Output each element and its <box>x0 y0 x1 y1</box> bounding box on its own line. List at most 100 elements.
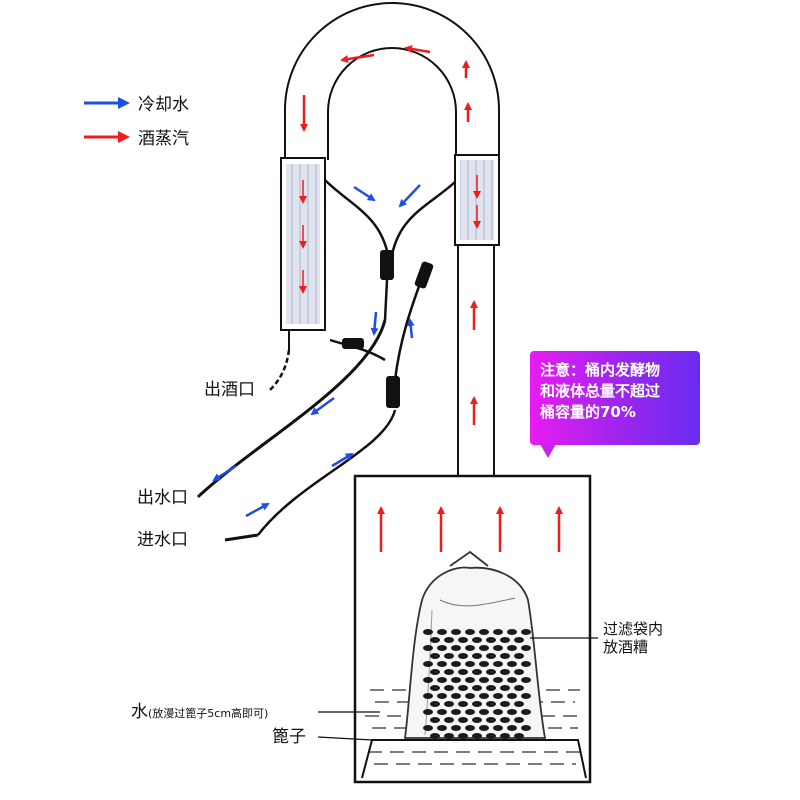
mash-dot <box>444 669 454 675</box>
mash-dot <box>430 637 440 643</box>
mash-dot <box>444 637 454 643</box>
mash-dot <box>521 661 531 667</box>
mash-dot <box>444 685 454 691</box>
mash-dot <box>507 645 517 651</box>
mash-dot <box>521 725 531 731</box>
mash-dot <box>437 661 447 667</box>
mash-dot <box>521 677 531 683</box>
mash-dot <box>430 653 440 659</box>
mash-dot <box>479 709 489 715</box>
mash-dot <box>465 693 475 699</box>
vapor-pipe <box>457 245 495 476</box>
hose-connectors <box>342 250 434 408</box>
legend-label-cooling-water: 冷却水 <box>138 95 189 115</box>
mash-dot <box>451 629 461 635</box>
mash-dot <box>430 701 440 707</box>
mash-dot <box>486 637 496 643</box>
mash-dot <box>507 661 517 667</box>
water-flow-arrow-14 <box>406 318 415 339</box>
mash-dot <box>465 629 475 635</box>
mash-dot <box>479 629 489 635</box>
grate <box>361 739 587 779</box>
mash-dot <box>514 701 524 707</box>
mash-dot <box>493 677 503 683</box>
mash-dot <box>486 669 496 675</box>
mash-dot <box>500 685 510 691</box>
mash-dot <box>465 645 475 651</box>
mash-dot <box>514 653 524 659</box>
mash-dot <box>430 685 440 691</box>
vapor-flow-arrow-1 <box>340 53 375 64</box>
vapor-flow-arrow-2 <box>404 45 431 54</box>
mash-dot <box>458 653 468 659</box>
mash-dot <box>437 629 447 635</box>
mash-dot <box>479 645 489 651</box>
mash-dot <box>430 717 440 723</box>
warning-note-tail <box>540 444 556 458</box>
mash-dot <box>437 709 447 715</box>
water-flow-arrow-15 <box>310 396 335 416</box>
mash-dot <box>451 677 461 683</box>
mash-dot <box>500 717 510 723</box>
mash-dot <box>437 677 447 683</box>
mash-dot <box>444 733 454 739</box>
mash-dot <box>458 685 468 691</box>
mash-dot <box>451 693 461 699</box>
mash-dot <box>423 725 433 731</box>
mash-dot <box>423 709 433 715</box>
mash-dot <box>479 661 489 667</box>
water-flow-arrow-17 <box>331 452 354 468</box>
label-filter-bag-2: 放酒糟 <box>603 638 649 656</box>
mash-dot <box>486 717 496 723</box>
mash-dot <box>458 733 468 739</box>
label-filter-bag-1: 过滤袋内 <box>603 620 664 638</box>
mash-dot <box>465 725 475 731</box>
mash-dot <box>451 661 461 667</box>
blue-arrow-icon <box>84 96 130 109</box>
label-water-outlet: 出水口 <box>137 488 188 508</box>
mash-dot <box>458 669 468 675</box>
mash-dot <box>465 677 475 683</box>
mash-dot <box>486 653 496 659</box>
mash-dot <box>514 637 524 643</box>
mash-dot <box>479 677 489 683</box>
mash-dot <box>472 669 482 675</box>
warning-note: 注意：桶内发酵物 和液体总量不超过 桶容量的70% <box>530 351 700 445</box>
mash-dot <box>472 733 482 739</box>
mash-dot <box>493 661 503 667</box>
mash-dot <box>521 693 531 699</box>
mash-dot <box>444 701 454 707</box>
mash-dot <box>493 645 503 651</box>
mash-dot <box>472 637 482 643</box>
mash-dot <box>521 645 531 651</box>
mash-dot <box>486 733 496 739</box>
mash-dot <box>451 709 461 715</box>
mash-dot <box>423 693 433 699</box>
mash-dot <box>479 693 489 699</box>
mash-dot <box>514 733 524 739</box>
label-water-note: (放漫过篦子5cm高即可) <box>148 707 269 720</box>
legend-item-cooling-water: 冷却水 <box>82 90 189 115</box>
mash-dot <box>479 725 489 731</box>
legend-label-vapor: 酒蒸汽 <box>138 129 189 149</box>
water-flow-arrow-12 <box>398 184 421 208</box>
water-flow-arrow-16 <box>212 464 237 482</box>
mash-dot <box>493 709 503 715</box>
mash-dot <box>472 653 482 659</box>
mash-dot <box>451 645 461 651</box>
label-water-inlet: 进水口 <box>137 530 188 550</box>
mash-dot <box>486 701 496 707</box>
mash-dot <box>451 725 461 731</box>
mash-dot <box>465 661 475 667</box>
mash-dot <box>444 653 454 659</box>
label-water-main: 水 <box>131 702 148 722</box>
mash-dot <box>430 733 440 739</box>
mash-dot <box>493 693 503 699</box>
mash-dot <box>430 669 440 675</box>
note-line-3: 桶容量的70% <box>540 403 636 421</box>
mash-dot <box>458 717 468 723</box>
mash-dot <box>437 725 447 731</box>
mash-dot <box>423 629 433 635</box>
